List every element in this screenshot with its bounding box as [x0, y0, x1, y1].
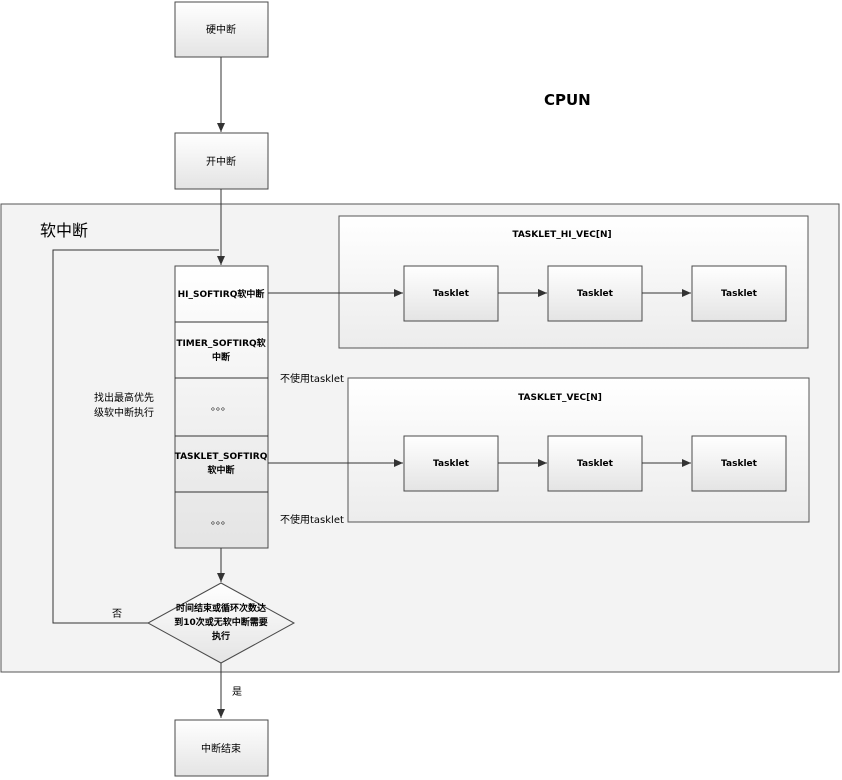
end-irq-box: [174, 719, 269, 777]
tasklet-node: [403, 435, 499, 492]
tasklet-node-label: Tasklet: [721, 459, 758, 469]
softirq-item-ellipsis: 。。。: [211, 516, 231, 527]
softirq-item-ellipsis: 。。。: [211, 402, 231, 413]
tasklet-node: [691, 265, 787, 322]
softirq-item-timer-line2: 中断: [212, 351, 230, 363]
softirq-item-tasklet: TASKLET_SOFTIRQ: [175, 452, 268, 462]
decision-text: 时间结束或循环次数达: [176, 602, 266, 614]
end-irq-label: 中断结束: [201, 742, 241, 755]
find-highest-label-line2: 级软中断执行: [94, 406, 154, 419]
tasklet-node-label: Tasklet: [577, 289, 614, 299]
softirq-section-title: 软中断: [40, 221, 88, 240]
tasklet-node-label: Tasklet: [433, 459, 470, 469]
softirq-list: [174, 265, 269, 549]
loop-back-line: [52, 249, 219, 624]
decision-text-line3: 执行: [212, 630, 230, 642]
unused-tasklet-label: 不使用tasklet: [280, 372, 344, 385]
tasklet-vec-title: TASKLET_VEC[N]: [518, 393, 602, 403]
tasklet-node: [547, 265, 643, 322]
hard-irq-label: 硬中断: [206, 23, 236, 36]
enable-irq-box: [174, 132, 269, 190]
hard-irq-box: [174, 1, 269, 58]
find-highest-label: 找出最高优先: [94, 391, 154, 404]
decision-text-line2: 到10次或无软中断需要: [174, 616, 268, 628]
tasklet-node: [691, 435, 787, 492]
enable-irq-label: 开中断: [206, 155, 236, 168]
no-label: 否: [112, 608, 122, 620]
tasklet-node-label: Tasklet: [721, 289, 758, 299]
tasklet-node-label: Tasklet: [433, 289, 470, 299]
tasklet-hi-vec-title: TASKLET_HI_VEC[N]: [512, 230, 611, 240]
yes-label: 是: [232, 686, 242, 698]
unused-tasklet-label: 不使用tasklet: [280, 513, 344, 526]
cpu-label: CPUN: [544, 91, 591, 109]
tasklet-node-label: Tasklet: [577, 459, 614, 469]
softirq-item-tasklet-line2: 软中断: [207, 464, 234, 476]
tasklet-node: [547, 435, 643, 492]
softirq-item-hi: HI_SOFTIRQ软中断: [178, 288, 265, 300]
softirq-item-timer: TIMER_SOFTIRQ软: [176, 337, 266, 349]
tasklet-node: [403, 265, 499, 322]
